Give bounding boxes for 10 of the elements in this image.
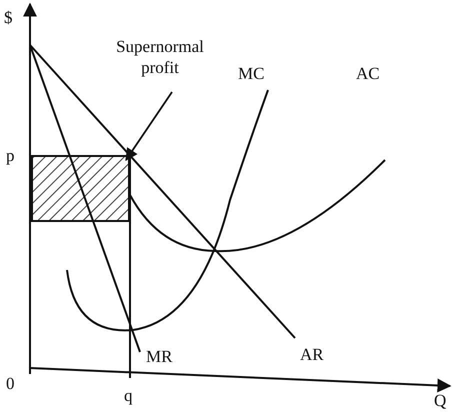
axis-label: p xyxy=(6,146,14,166)
axis-label: $ xyxy=(4,8,12,28)
curve-label: MR xyxy=(146,347,172,367)
axis-label: 0 xyxy=(6,374,14,394)
curve-label: AR xyxy=(300,345,324,365)
shaded-area xyxy=(31,155,130,222)
curve-label: MC xyxy=(238,64,264,84)
axis-label: q xyxy=(124,386,132,406)
curve-label: AC xyxy=(356,64,380,84)
axis-label: Q xyxy=(434,391,446,411)
